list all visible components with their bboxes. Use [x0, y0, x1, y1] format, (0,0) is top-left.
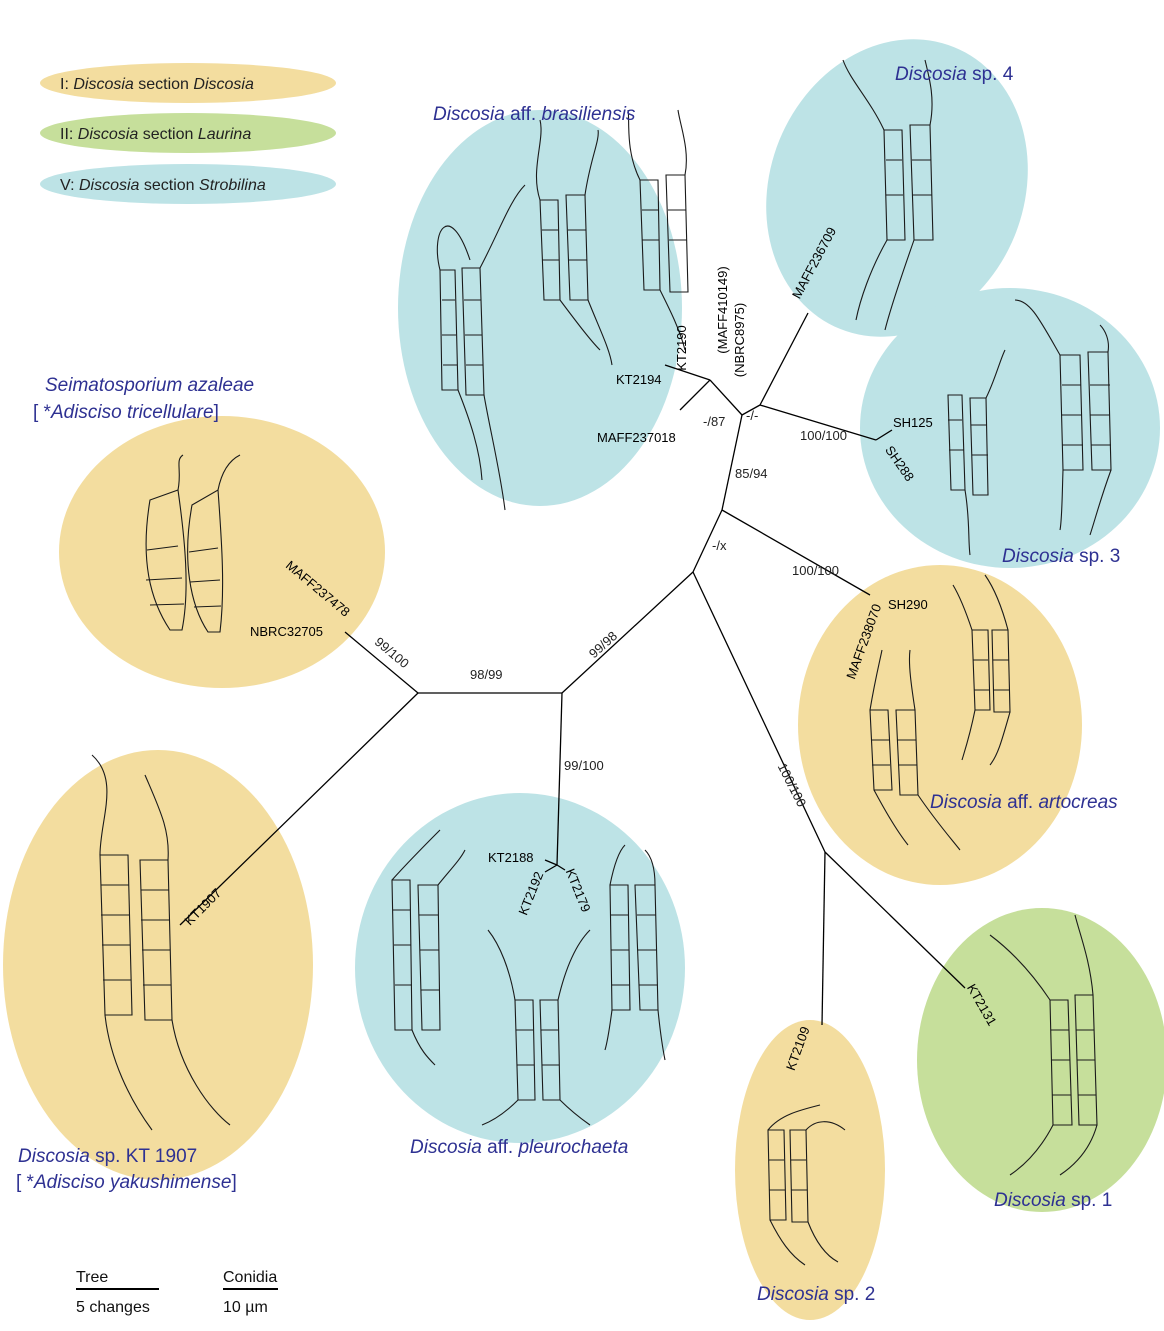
branch-brasiliensis — [710, 380, 742, 415]
legend-item-section-II: II: Discosia section Laurina — [60, 126, 251, 143]
strain-label-nbrc32705: NBRC32705 — [250, 624, 323, 639]
strain-label-nbrc8975: (NBRC8975) — [732, 303, 747, 377]
scale-bars: Tree 5 changes Conidia 10 µm — [76, 1269, 278, 1316]
legend: I: Discosia section Discosia II: Discosi… — [40, 63, 336, 204]
scale-tree-value: 5 changes — [76, 1299, 150, 1316]
taxon-label-sp2: Discosia sp. 2 — [757, 1284, 875, 1305]
branch-sp4 — [760, 313, 808, 405]
taxon-label-brasiliensis: Discosia aff. brasiliensis — [433, 104, 636, 125]
branch-section-V — [722, 415, 742, 510]
taxon-label-seimatosporium: Seimatosporium azaleae — [45, 375, 254, 396]
branch-brasiliensis-b — [680, 380, 710, 410]
clade-bg-sp1 — [917, 908, 1164, 1212]
clade-bg-pleurochaeta — [355, 793, 685, 1143]
support-brasiliensis: -/87 — [703, 414, 725, 429]
branch-sp2 — [822, 852, 825, 1025]
taxon-label-kt1907-synonym: [ *Adisciso yakushimense] — [16, 1172, 237, 1193]
support-pleurochaeta: 99/100 — [564, 758, 604, 773]
clade-bg-sp2 — [735, 1020, 885, 1320]
scale-tree-title: Tree — [76, 1269, 108, 1286]
taxon-label-sp1: Discosia sp. 1 — [994, 1190, 1112, 1211]
branch-internal-9998 — [562, 572, 693, 693]
taxon-label-kt1907: Discosia sp. KT 1907 — [18, 1146, 197, 1167]
support-section-V: 85/94 — [735, 466, 768, 481]
clade-bg-artocreas — [798, 565, 1082, 885]
support-sp3: 100/100 — [800, 428, 847, 443]
strain-label-maff237018: MAFF237018 — [597, 430, 676, 445]
taxon-label-seimatosporium-synonym: [ *Adisciso tricellulare] — [33, 402, 219, 423]
taxon-label-sp4: Discosia sp. 4 — [895, 64, 1014, 85]
support-seimatosporium: 99/100 — [372, 634, 412, 671]
scale-conidia-title: Conidia — [223, 1269, 277, 1286]
support-artocreas: 100/100 — [792, 563, 839, 578]
strain-label-kt2188: KT2188 — [488, 850, 534, 865]
strain-label-kt2190: KT2190 — [674, 325, 689, 371]
strain-label-kt2194: KT2194 — [616, 372, 662, 387]
branch-artocreas — [722, 510, 870, 595]
strain-label-sh290: SH290 — [888, 597, 928, 612]
strain-label-sh125: SH125 — [893, 415, 933, 430]
legend-item-section-I: I: Discosia section Discosia — [60, 76, 254, 93]
taxon-label-pleurochaeta: Discosia aff. pleurochaeta — [410, 1137, 628, 1158]
taxon-label-artocreas: Discosia aff. artocreas — [930, 792, 1118, 813]
support-sp4-node: -/- — [746, 408, 758, 423]
legend-item-section-V: V: Discosia section Strobilina — [60, 177, 266, 194]
support-node-9899: 98/99 — [470, 667, 503, 682]
taxon-label-sp3: Discosia sp. 3 — [1002, 546, 1120, 567]
scale-conidia-value: 10 µm — [223, 1299, 268, 1316]
clade-bg-kt1907 — [3, 750, 313, 1180]
strain-label-maff410149: (MAFF410149) — [715, 266, 730, 353]
support-node-x: -/x — [712, 538, 727, 553]
